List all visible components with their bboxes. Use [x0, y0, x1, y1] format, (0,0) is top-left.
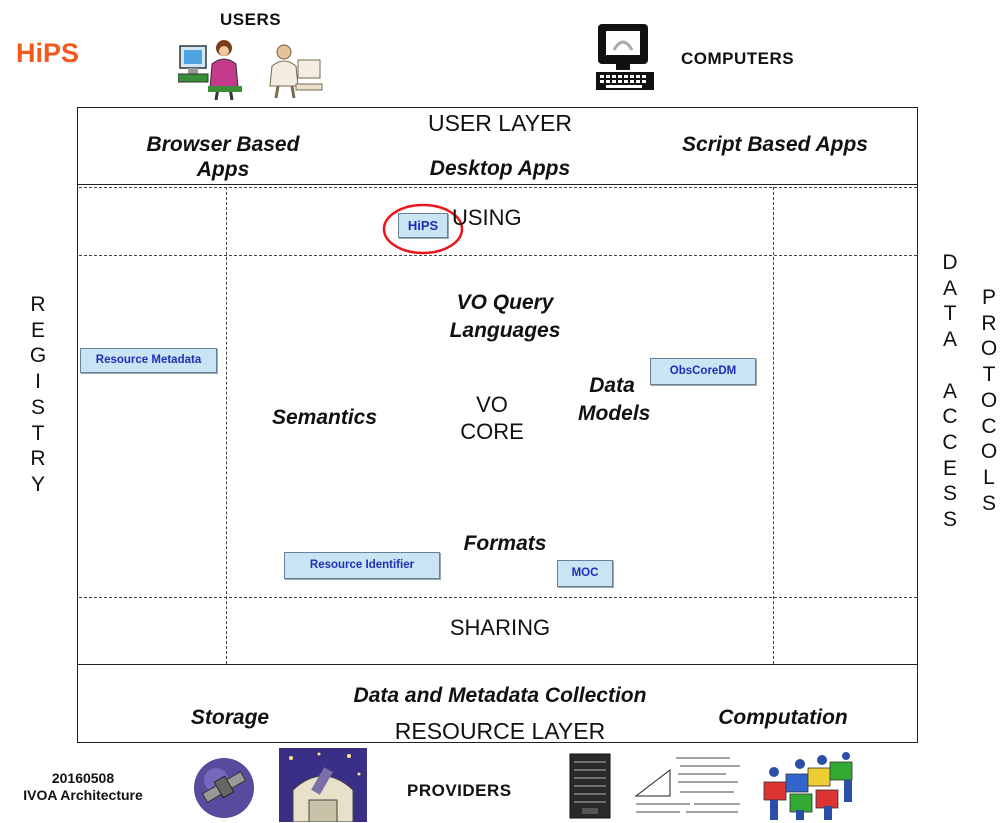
desktop-apps-label: Desktop Apps — [429, 157, 571, 180]
providers-label: PROVIDERS — [407, 781, 512, 800]
sharing-label: SHARING — [449, 615, 551, 640]
user-woman-computer-icon — [178, 40, 242, 100]
data-models-label: Data Models — [578, 374, 651, 425]
vo-query-languages-label: VO Query Languages — [449, 291, 561, 342]
resource-layer-divider — [77, 664, 918, 665]
using-label: USING — [452, 205, 522, 230]
protocols-column-line — [773, 187, 774, 664]
observatory-icon — [279, 748, 367, 822]
puzzle-people-icon — [763, 752, 853, 820]
resource-layer-label: RESOURCE LAYER — [394, 718, 606, 744]
sharing-divider — [79, 597, 917, 598]
resource-identifier-box: Resource Identifier — [284, 552, 440, 579]
semantics-label: Semantics — [271, 406, 378, 429]
architecture-frame — [77, 107, 918, 743]
footer-caption: 20160508 IVOA Architecture — [8, 770, 158, 804]
computation-label: Computation — [718, 706, 848, 729]
moc-box: MOC — [557, 560, 613, 587]
data-metadata-collection-label: Data and Metadata Collection — [353, 684, 647, 707]
user-man-computer-icon — [269, 44, 323, 99]
using-divider-bottom — [79, 255, 917, 256]
user-layer-label: USER LAYER — [427, 110, 572, 136]
page-title: HiPS — [16, 38, 80, 68]
user-layer-divider — [77, 184, 918, 185]
satellite-icon — [194, 758, 254, 818]
computers-label: COMPUTERS — [681, 49, 795, 68]
script-apps-label: Script Based Apps — [682, 133, 868, 156]
server-icon — [569, 753, 611, 819]
formats-label: Formats — [463, 532, 547, 555]
browser-apps-label: Browser Based Apps — [146, 133, 300, 181]
obscore-dm-box: ObsCoreDM — [650, 358, 756, 385]
footer-title: IVOA Architecture — [23, 787, 143, 803]
vo-core-label: VO CORE — [460, 392, 524, 444]
users-label: USERS — [220, 10, 282, 29]
math-formulas-icon — [630, 750, 746, 822]
highlight-circle — [382, 203, 464, 255]
computer-icon — [596, 24, 654, 90]
registry-column-line — [226, 187, 227, 664]
storage-label: Storage — [190, 706, 270, 729]
using-divider-top — [79, 187, 917, 188]
footer-date: 20160508 — [51, 770, 115, 786]
resource-metadata-box: Resource Metadata — [80, 348, 217, 373]
hips-badge: HiPS — [398, 213, 448, 238]
